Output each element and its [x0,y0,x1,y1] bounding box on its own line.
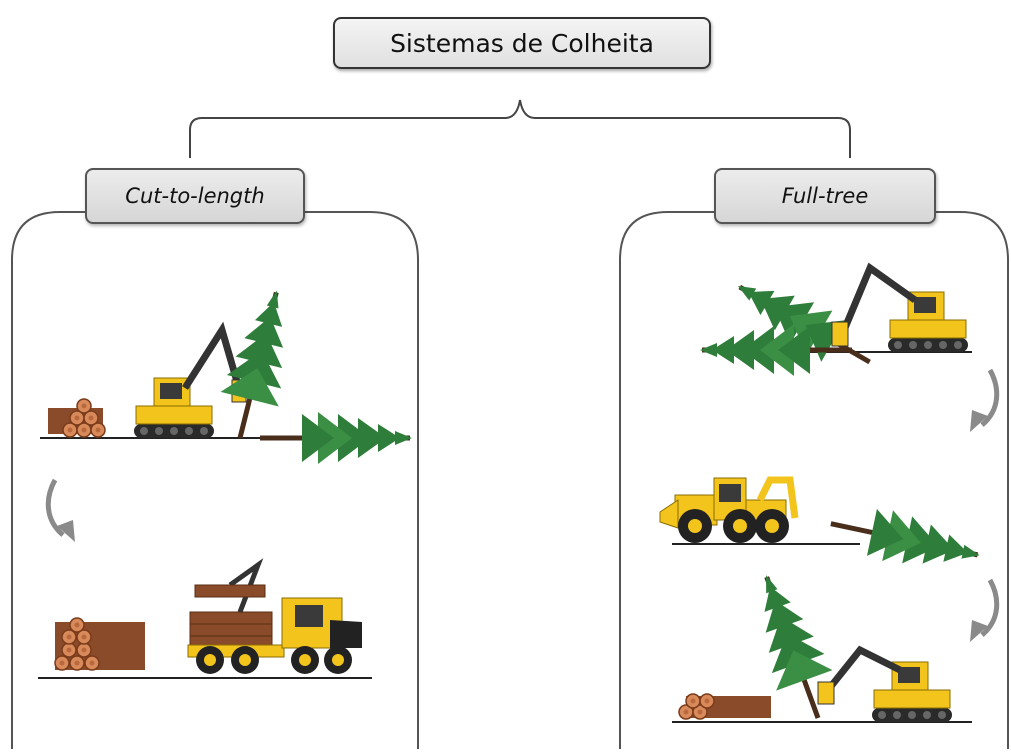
harvester-boom [182,321,242,390]
forwarder-scene [38,558,372,679]
skidder-machine [659,476,799,543]
full-tree-panel [619,211,1009,749]
step-arrow-ft-1 [970,370,997,432]
skidded-tree [825,498,984,580]
bracket-connector [189,99,851,158]
full-tree-label: Full-tree [714,168,936,224]
log-pile-large [54,617,145,671]
diagram-title: Sistemas de Colheita [333,17,711,69]
harvester-machine [133,377,215,439]
log-pile-small [48,398,106,438]
processed-logs [678,693,771,720]
step-arrow-ctl [48,480,75,542]
standing-tree [211,283,306,445]
skidder-scene [659,476,985,581]
step-arrow-ft-2 [970,580,997,642]
harvester-scene [40,283,412,464]
processor-machine [871,661,953,723]
felled-tree [260,412,412,464]
cut-to-length-panel [11,211,419,749]
feller-buncher-scene [700,263,972,384]
processor-scene [672,565,972,728]
cut-to-length-label: Cut-to-length [85,168,305,224]
feller-buncher-machine [887,291,969,353]
forwarder-machine [187,558,362,674]
